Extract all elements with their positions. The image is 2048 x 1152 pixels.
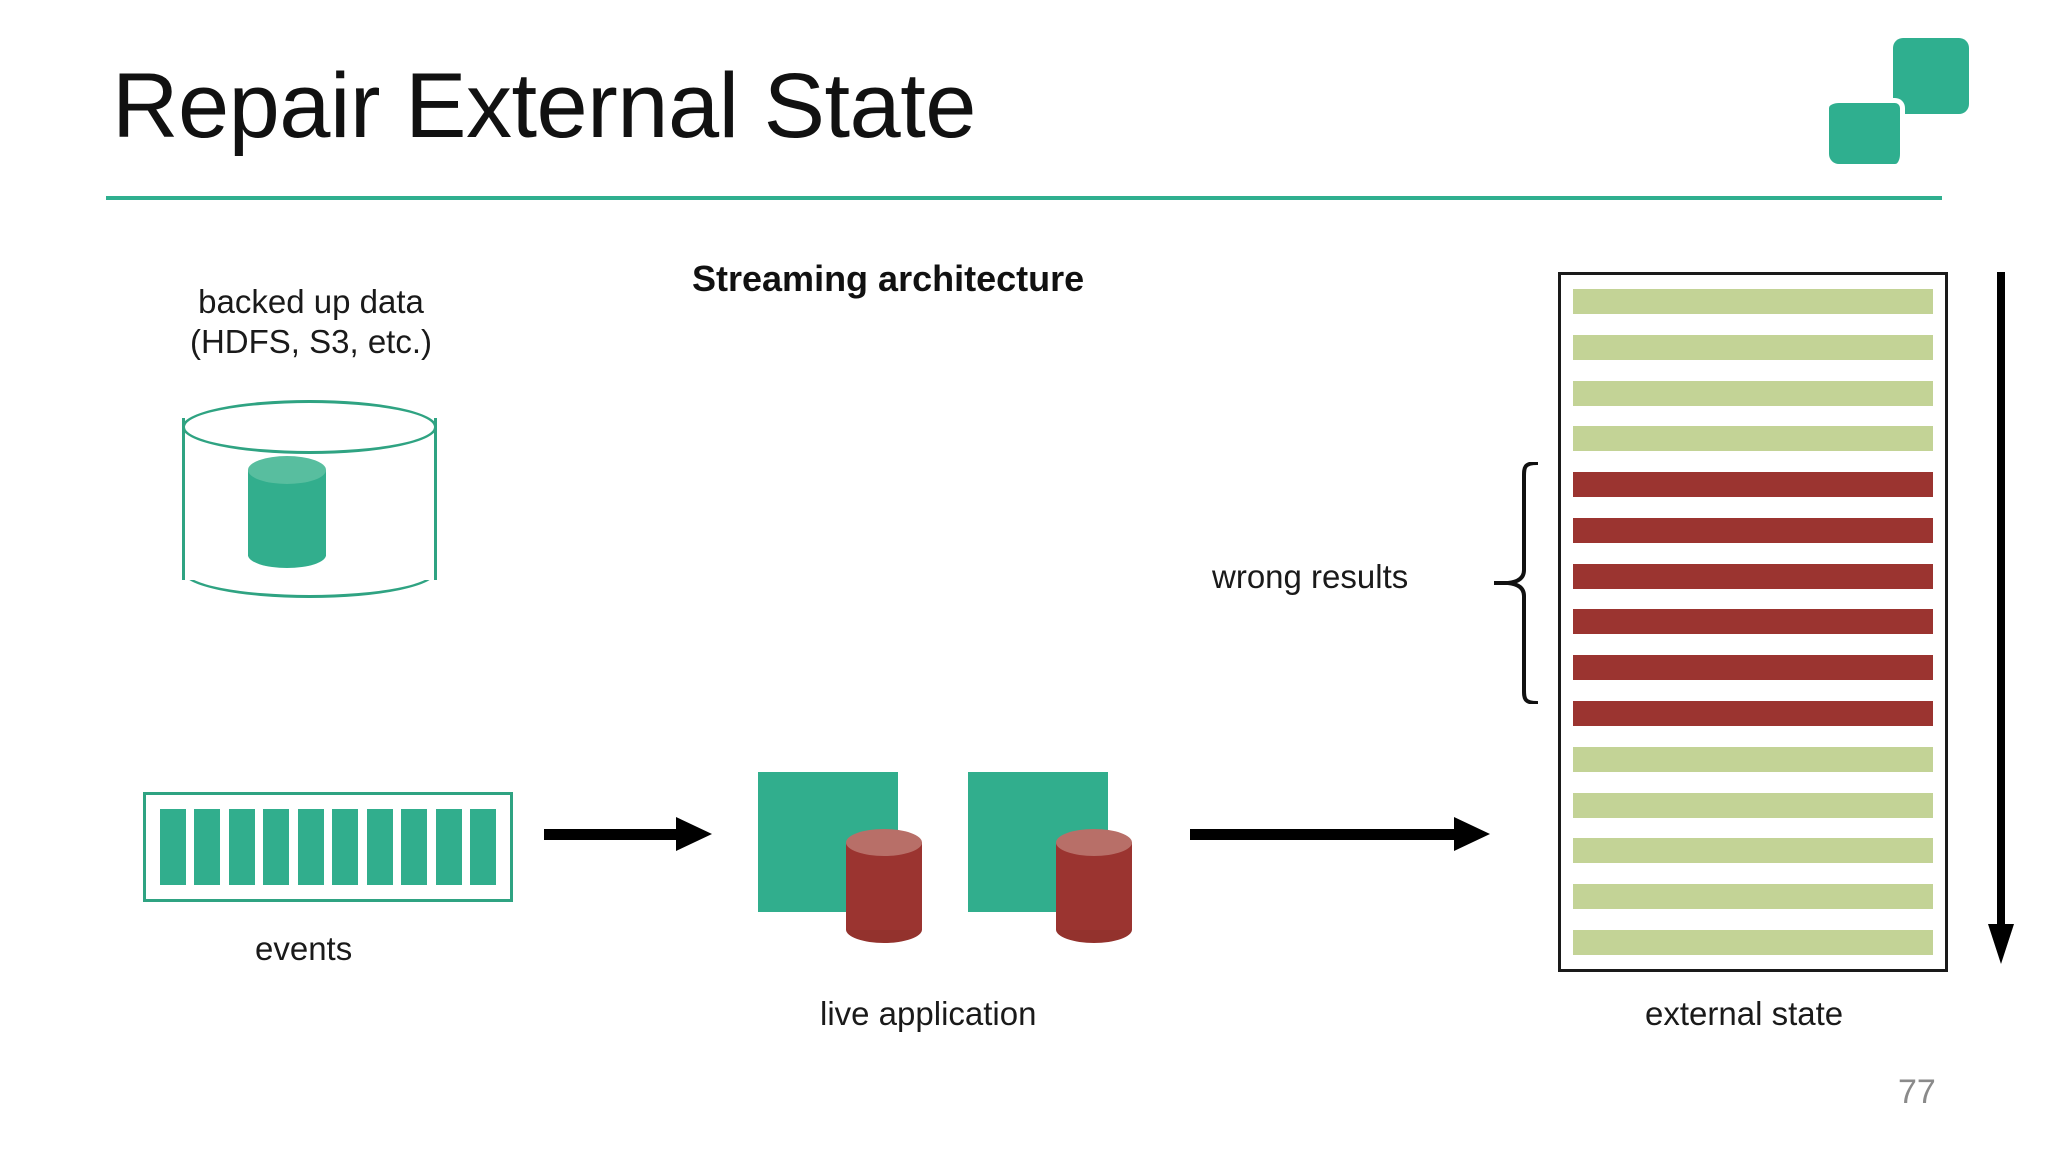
down-arrow-icon bbox=[1988, 272, 2014, 972]
state-row-wrong bbox=[1573, 563, 1933, 589]
inner-cylinder-body bbox=[248, 470, 326, 556]
live-application-label: live application bbox=[820, 995, 1037, 1032]
state-row-correct bbox=[1573, 746, 1933, 772]
event-tick bbox=[160, 809, 186, 885]
event-tick bbox=[297, 809, 324, 885]
page-title: Repair External State bbox=[112, 55, 976, 157]
backed-up-data-line2: (HDFS, S3, etc.) bbox=[189, 323, 433, 361]
state-row-wrong bbox=[1573, 701, 1933, 727]
right-arrow-icon-2 bbox=[1190, 817, 1490, 851]
arrow-head bbox=[1454, 817, 1490, 851]
event-tick bbox=[263, 809, 290, 885]
state-row-wrong bbox=[1573, 609, 1933, 635]
event-tick bbox=[366, 809, 393, 885]
logo-square-small bbox=[1829, 98, 1905, 164]
event-tick bbox=[401, 809, 428, 885]
arrow-shaft bbox=[1997, 272, 2005, 932]
arrow-shaft bbox=[544, 829, 680, 840]
state-row-correct bbox=[1573, 380, 1933, 406]
event-tick bbox=[332, 809, 359, 885]
arrow-head bbox=[1988, 924, 2014, 964]
event-tick bbox=[469, 809, 496, 885]
cylinder-top-ellipse bbox=[182, 400, 437, 454]
backed-up-data-line1: backed up data bbox=[198, 283, 424, 320]
state-cylinder-top bbox=[846, 829, 922, 856]
state-row-wrong bbox=[1573, 472, 1933, 498]
state-row-correct bbox=[1573, 884, 1933, 910]
state-cylinder-body bbox=[846, 842, 922, 930]
state-row-correct bbox=[1573, 929, 1933, 955]
state-cylinder-top bbox=[1056, 829, 1132, 856]
event-tick bbox=[194, 809, 221, 885]
event-tick bbox=[228, 809, 255, 885]
events-label: events bbox=[255, 930, 353, 967]
logo-square-large bbox=[1893, 38, 1969, 114]
streaming-architecture-heading: Streaming architecture bbox=[692, 258, 1085, 299]
inner-cylinder-top bbox=[248, 456, 326, 484]
backed-up-data-label: backed up data (HDFS, S3, etc.) bbox=[176, 282, 446, 363]
state-row-correct bbox=[1573, 426, 1933, 452]
two-squares-logo-icon bbox=[1829, 38, 1969, 164]
state-row-correct bbox=[1573, 838, 1933, 864]
database-cylinder-icon bbox=[182, 400, 437, 598]
external-state-box bbox=[1558, 272, 1948, 972]
wrong-results-label: wrong results bbox=[1212, 558, 1409, 595]
state-row-wrong bbox=[1573, 655, 1933, 681]
app-with-state-icon-2 bbox=[968, 772, 1168, 972]
state-row-correct bbox=[1573, 334, 1933, 360]
state-row-correct bbox=[1573, 289, 1933, 314]
page-number: 77 bbox=[1898, 1073, 1936, 1111]
arrow-head bbox=[676, 817, 712, 851]
title-divider bbox=[106, 196, 1942, 200]
state-row-correct bbox=[1573, 792, 1933, 818]
external-state-label: external state bbox=[1645, 995, 1844, 1032]
event-queue-icon bbox=[143, 792, 513, 902]
state-row-wrong bbox=[1573, 517, 1933, 543]
app-with-state-icon-1 bbox=[758, 772, 958, 972]
curly-brace-icon bbox=[1494, 462, 1538, 704]
state-cylinder-body bbox=[1056, 842, 1132, 930]
event-tick bbox=[435, 809, 462, 885]
right-arrow-icon-1 bbox=[544, 817, 712, 851]
arrow-shaft bbox=[1190, 829, 1458, 840]
